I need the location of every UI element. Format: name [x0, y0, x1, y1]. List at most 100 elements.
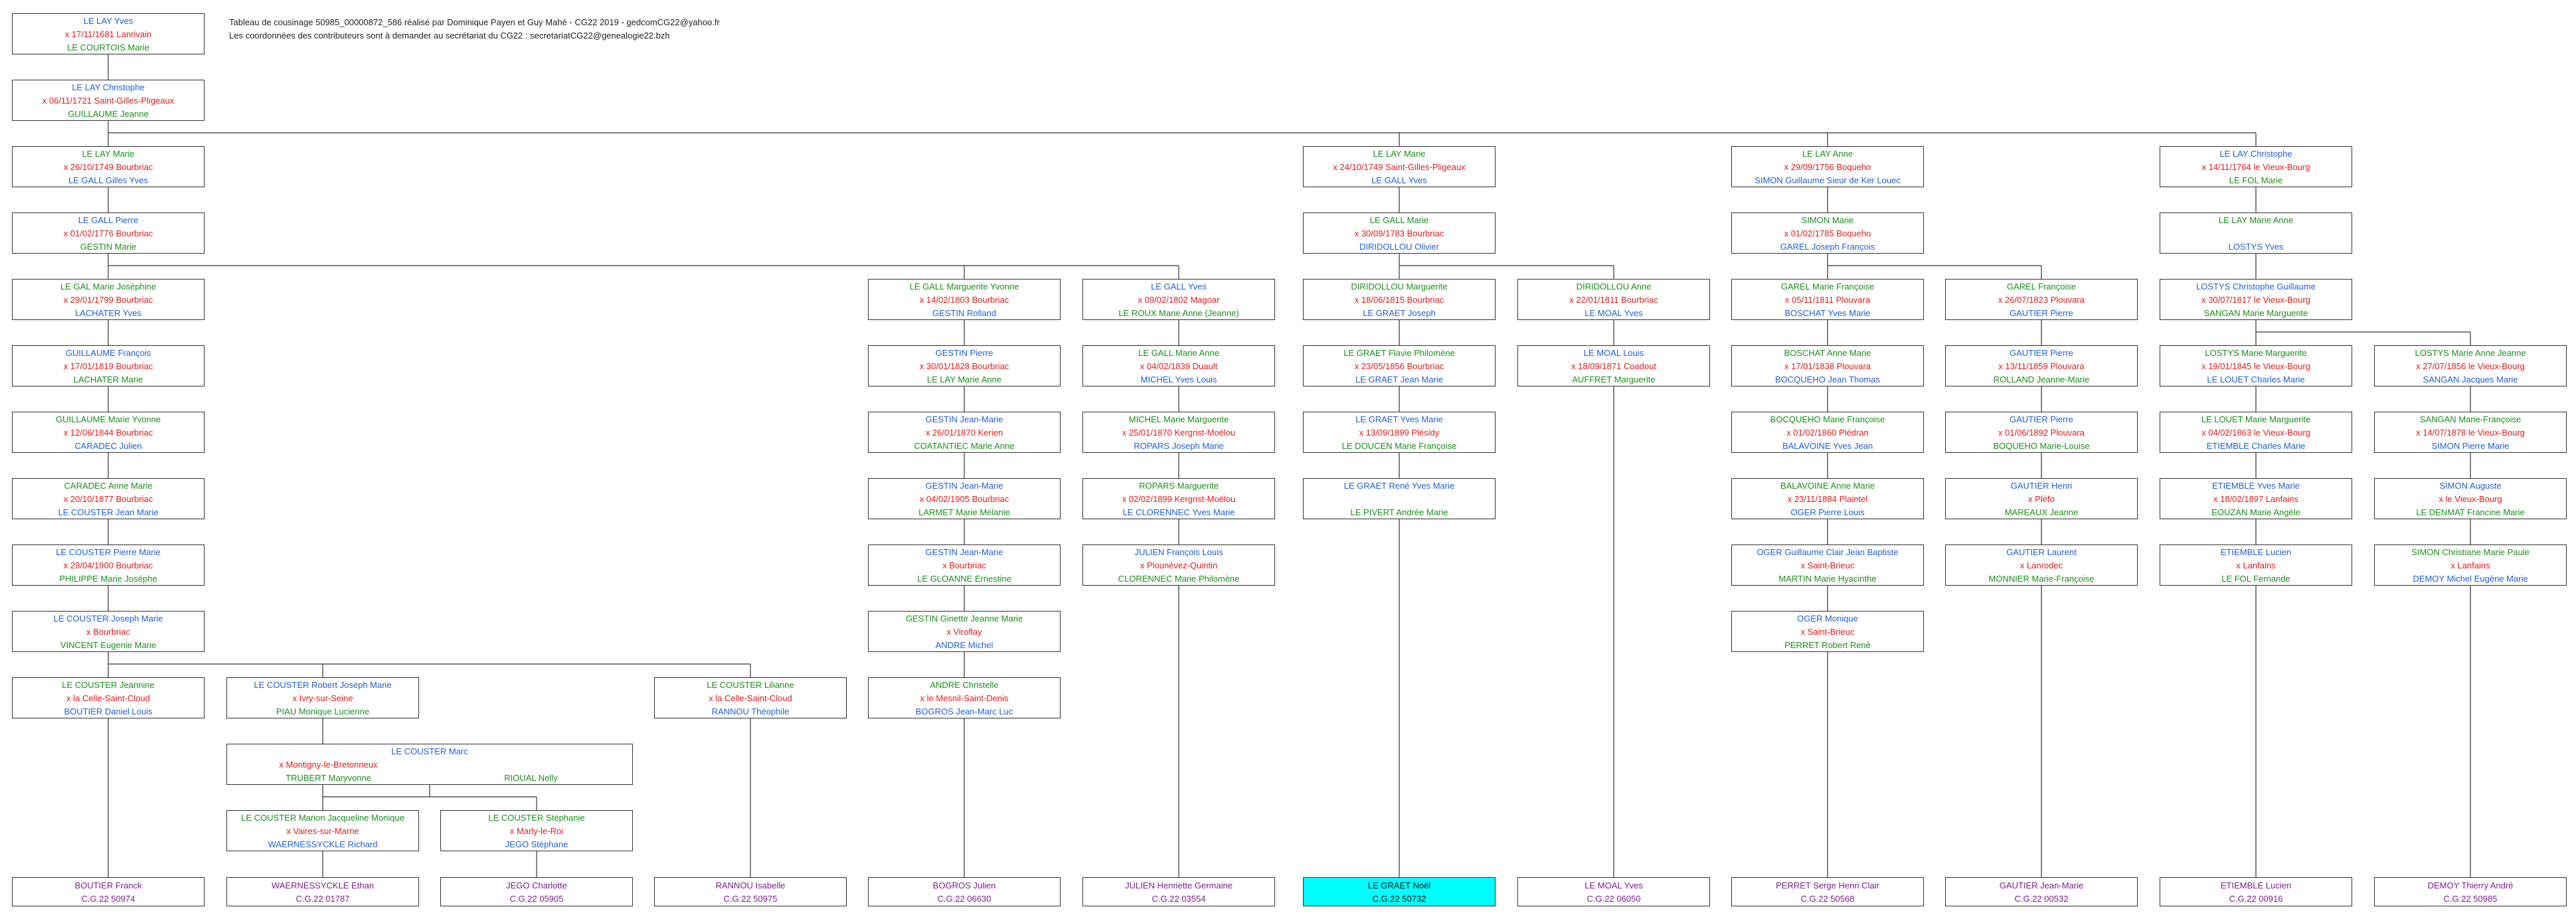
marriage-info: x 13/09/1899 Plésidy	[1359, 428, 1440, 438]
descendant-name: BOGROS Julien	[932, 880, 996, 890]
spouse-name: GESTIN Rolland	[932, 308, 997, 318]
marriage-info: x 30/07/1817 le Vieux-Bourg	[2201, 295, 2310, 305]
marriage-info: x 14/02/1803 Bourbriac	[919, 295, 1009, 305]
marriage-info: x 14/11/1764 le Vieux-Bourg	[2201, 162, 2310, 172]
person-name: GESTIN Jean-Marie	[925, 547, 1003, 557]
person-name: LE COUSTER Robert Joseph Marie	[254, 680, 392, 690]
marriage-info: x la Celle-Saint-Cloud	[709, 693, 792, 703]
person-name: GESTIN Ginette Jeanne Marie	[905, 614, 1023, 624]
marriage-info: x Vaires-sur-Marne	[286, 826, 359, 836]
descendant-name: GAUTIER Jean-Marie	[1999, 880, 2084, 890]
marriage-info: x 01/02/1785 Boqueho	[1784, 228, 1871, 238]
person-name: LE GALL Marguerite Yvonne	[909, 282, 1019, 292]
spouse-name: LE ROUX Marie Anne (Jeanne)	[1118, 308, 1239, 318]
marriage-info: x 23/11/1884 Plaintel	[1787, 494, 1868, 504]
person-name: LE COUSTER Lilianne	[707, 680, 794, 690]
spouse-name: LE GLOANNE Ernestine	[917, 574, 1011, 584]
marriage-info: x 27/07/1856 le Vieux-Bourg	[2416, 361, 2525, 371]
person-box: BALAVOINE Anne Marie x 23/11/1884 Plainte…	[1731, 478, 1924, 519]
marriage-info: x 14/07/1878 le Vieux-Bourg	[2416, 428, 2525, 438]
marriage-info: x 26/10/1749 Bourbriac	[63, 162, 153, 172]
member-code: C.G.22 06050	[1587, 894, 1641, 904]
marriage-info	[1304, 493, 1495, 506]
person-name: SIMON Christiane Marie Paule	[2411, 547, 2530, 557]
person-name: LE COUSTER Jeannine	[62, 680, 155, 690]
marriage-info: x 26/07/1823 Plouvara	[1998, 295, 2085, 305]
person-name: GAUTIER Henri	[2010, 481, 2073, 491]
spouse-name: LE CLORENNEC Yves Marie	[1122, 507, 1235, 517]
spouse-name: RIOUAL Nelly	[504, 773, 558, 783]
person-name: GESTIN Jean-Marie	[925, 481, 1003, 491]
spouse-name: LE FOL Fernande	[2221, 574, 2290, 584]
spouse-name: LOSTYS Yves	[2228, 242, 2284, 252]
person-name: LE LAY Marie Anne	[2218, 215, 2294, 225]
person-name: GAUTIER Pierre	[2009, 414, 2074, 424]
spouse-name: LE DOUCEN Marie Françoise	[1341, 441, 1457, 451]
marriage-info: x 18/09/1871 Coadout	[1571, 361, 1656, 371]
member-code: C.G.22 50975	[723, 894, 778, 904]
marriage-info: x Bourbriac	[942, 560, 986, 570]
person-name: ANDRE Christelle	[930, 680, 999, 690]
spouse-name: LE LAY Marie Anne	[926, 375, 1002, 384]
descendant-name: RANNOU Isabelle	[715, 880, 786, 890]
person-name: LE MOAL Louis	[1583, 348, 1644, 358]
spouse-name: PHILIPPE Marie Joséphe	[59, 574, 157, 584]
person-name: OGER Guillaume Clair Jean Baptiste	[1757, 547, 1899, 557]
person-name: SIMON Marie	[1801, 215, 1854, 225]
spouse-name: MARTIN Marie Hyacinthe	[1778, 574, 1877, 584]
spouse-name: LE PIVERT Andrée Marie	[1350, 507, 1448, 517]
spouse-name: RANNOU Théophile	[711, 707, 790, 716]
spouse-name: AUFFRET Marguerite	[1572, 375, 1656, 384]
marriage-info: x Montigny-le-Bretonneux	[279, 760, 378, 770]
spouse-name: BOSCHAT Yves Marie	[1784, 308, 1871, 318]
descendant-name: JULIEN Henriette Germaine	[1125, 880, 1233, 890]
descendant-name: LE MOAL Yves	[1585, 880, 1643, 890]
spouse-name: ROLLAND Jeanne-Marie	[1993, 375, 2090, 384]
spouse-name: ANDRE Michel	[935, 640, 993, 650]
spouse-name: PIAU Monique Lucienne	[276, 707, 370, 716]
person-name: LE LAY Marie	[82, 149, 135, 159]
marriage-info: x le Vieux-Bourg	[2439, 494, 2502, 504]
marriage-info: x 20/10/1877 Bourbriac	[63, 494, 153, 504]
spouse-name: DIRIDOLLOU Olivier	[1359, 242, 1439, 252]
spouse-name: GUILLAUME Jeanne	[68, 109, 149, 119]
person-box: LE GALL Marguerite Yvonne x 14/02/1803 Bo…	[868, 279, 1061, 320]
person-name: LE GRAET René Yves Marie	[1343, 481, 1455, 491]
marriage-info: x 12/06/1844 Bourbriac	[63, 428, 153, 438]
member-code: C.G.22 50568	[1800, 894, 1855, 904]
spouse-name: SIMON Pierre Marie	[2431, 441, 2510, 451]
marriage-info	[2160, 227, 2352, 240]
spouse-name: JEGO Stéphane	[505, 839, 568, 849]
marriage-info: x 04/02/1839 Duault	[1140, 361, 1218, 371]
marriage-info: x 04/02/1905 Bourbriac	[919, 494, 1009, 504]
spouse-name: LE COURTOIS Marie	[67, 42, 149, 52]
marriage-info: x Lanfains	[2450, 560, 2490, 570]
descendant-name: PERRET Serge Henri Clair	[1776, 880, 1879, 890]
spouse-name: EOUZAN Marie Angèle	[2211, 507, 2300, 517]
person-name: BALAVOINE Anne Marie	[1780, 481, 1875, 491]
